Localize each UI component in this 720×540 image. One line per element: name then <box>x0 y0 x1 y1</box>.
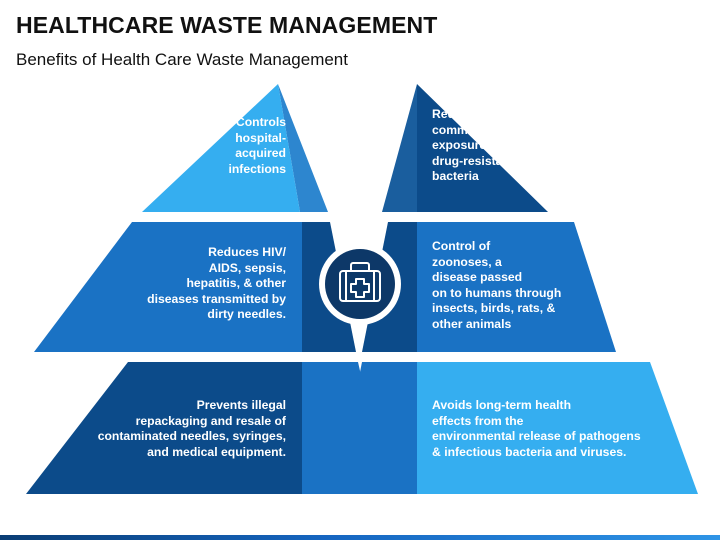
left-tier-2-face <box>34 222 302 352</box>
bottom-accent-bar <box>0 535 720 540</box>
left-pyramid <box>26 84 388 494</box>
left-block-2-text: Reduces HIV/ AIDS, sepsis, hepatitis, & … <box>147 245 286 322</box>
right-block-1-text: Reduces community exposure to drug-resis… <box>432 107 514 184</box>
right-tier-1-side <box>382 84 417 212</box>
first-aid-kit-icon <box>319 243 401 325</box>
right-block-3-text: Avoids long-term health effects from the… <box>432 398 641 459</box>
left-block-1-text: Controls hospital- acquired infections <box>228 115 286 176</box>
right-tier-1-face <box>417 84 548 212</box>
left-block-3-text: Prevents illegal repackaging and resale … <box>97 398 286 459</box>
right-tier-2-face <box>417 222 616 352</box>
left-tier-3-face <box>26 362 302 494</box>
right-pyramid <box>336 84 698 494</box>
page-title: HEALTHCARE WASTE MANAGEMENT <box>16 12 438 38</box>
page-subtitle: Benefits of Health Care Waste Management <box>16 50 348 69</box>
left-tier-1-side <box>278 84 328 212</box>
right-tier-3-face <box>417 362 698 494</box>
right-tier-3-side <box>336 362 417 494</box>
left-tier-1-face <box>142 84 300 212</box>
right-block-2-text: Control of zoonoses, a disease passed on… <box>432 239 562 331</box>
